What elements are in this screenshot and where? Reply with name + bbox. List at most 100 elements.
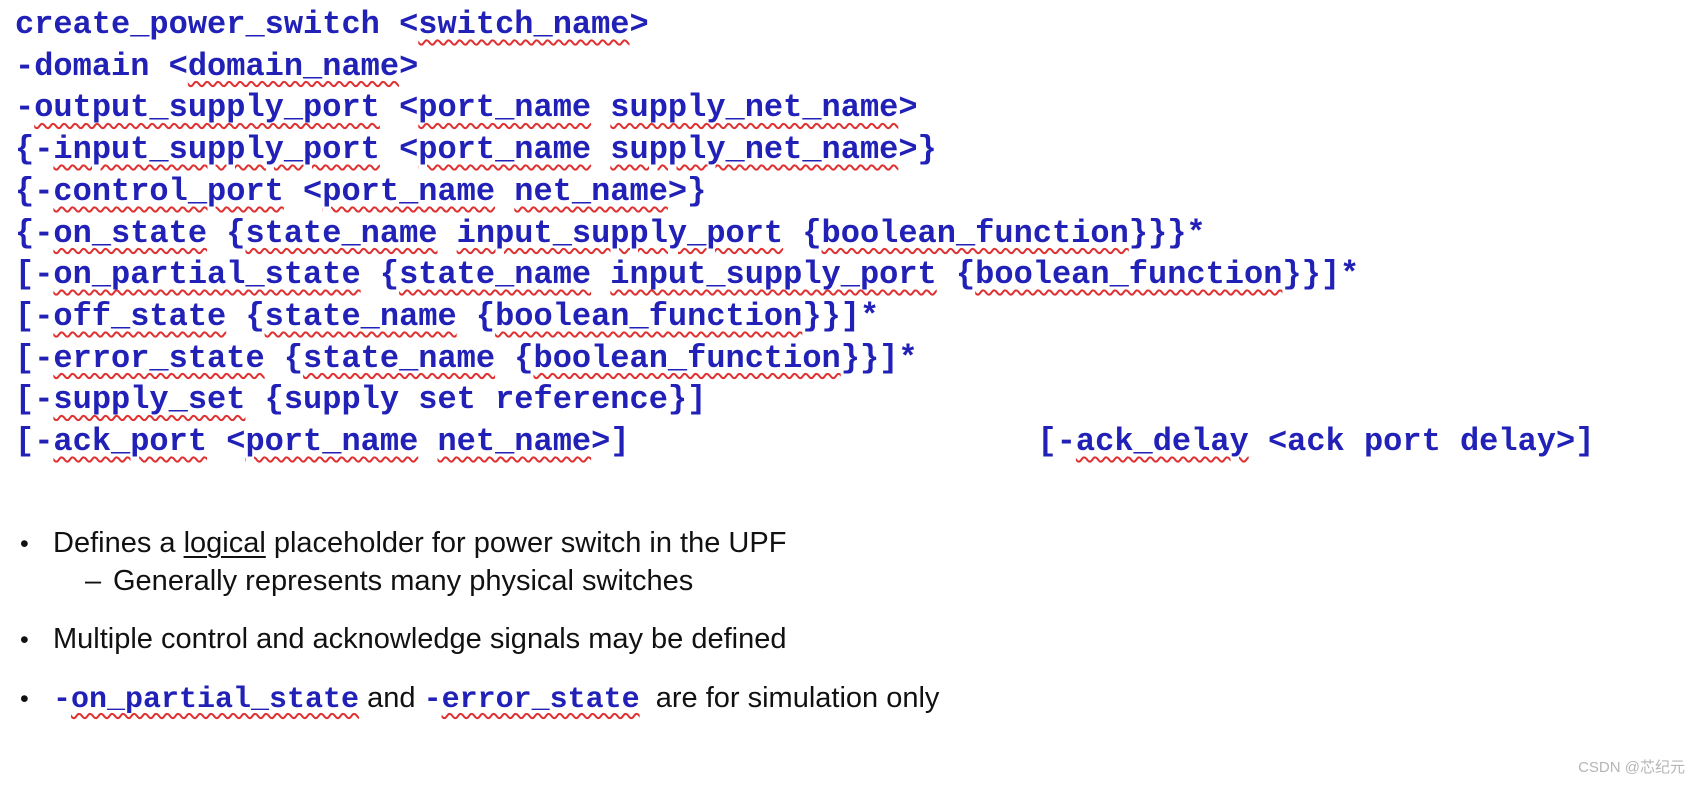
code-token-spellchecked: off_state bbox=[53, 297, 227, 335]
code-token: <ack port delay>] bbox=[1248, 423, 1595, 461]
code-token: { bbox=[360, 256, 400, 294]
bullet-text: Generally represents many physical switc… bbox=[113, 563, 693, 600]
code-token: }}}* bbox=[1128, 214, 1206, 252]
code-token-spellchecked: state_name bbox=[245, 214, 438, 252]
bullet-marker: • bbox=[20, 529, 29, 558]
code-token-spellchecked: ack_port bbox=[53, 423, 208, 461]
code-token: >] bbox=[591, 423, 630, 461]
bullet-item: • Multiple control and acknowledge signal… bbox=[0, 621, 1697, 659]
code-token-spellchecked: input_supply_port bbox=[53, 131, 380, 169]
code-token-spellchecked: boolean_function bbox=[975, 256, 1283, 294]
code-token: { bbox=[456, 297, 496, 335]
code-token-spellchecked: port_name bbox=[418, 131, 592, 169]
code-token: > bbox=[629, 6, 649, 43]
code-token-spellchecked: output_supply_port bbox=[34, 89, 380, 127]
sub-bullet-item: –Generally represents many physical swit… bbox=[0, 563, 1697, 600]
inline-code-token: - bbox=[53, 682, 72, 717]
code-token bbox=[437, 215, 456, 252]
code-token-spellchecked: port_name bbox=[418, 89, 592, 127]
bullet-marker: • bbox=[20, 625, 29, 654]
code-token-spellchecked: state_name bbox=[264, 297, 457, 335]
code-token: [- bbox=[15, 339, 54, 377]
text-run: logical bbox=[183, 526, 266, 559]
code-token: {- bbox=[15, 172, 54, 210]
code-token: { bbox=[226, 297, 265, 335]
code-token: create_power_switch < bbox=[15, 6, 419, 43]
code-token: [- bbox=[15, 297, 54, 335]
code-token: < bbox=[379, 89, 419, 127]
code-line-8: [-off_state {state_name {boolean_functio… bbox=[15, 296, 1697, 338]
code-token: {supply set reference}] bbox=[245, 381, 707, 419]
code-token-spellchecked: control_port bbox=[53, 172, 284, 210]
bullet-item: •-on_partial_state and -error_state are … bbox=[0, 680, 1697, 719]
code-line-10: [-supply_set {supply set reference}] bbox=[15, 379, 1697, 421]
code-token: { bbox=[783, 214, 822, 252]
bullet-marker: • bbox=[20, 684, 29, 713]
code-token: }}]* bbox=[840, 339, 918, 377]
code-token bbox=[591, 89, 610, 126]
watermark: CSDN @芯纪元 bbox=[1578, 759, 1685, 776]
code-token: }}]* bbox=[802, 297, 880, 335]
bullet-item: • Defines a logical placeholder for power… bbox=[0, 525, 1697, 563]
code-line-3: -output_supply_port <port_name supply_ne… bbox=[15, 87, 1697, 129]
bullet-text: Multiple control and acknowledge signals… bbox=[53, 621, 787, 658]
code-token: }}]* bbox=[1282, 256, 1360, 294]
code-token: { bbox=[495, 339, 534, 377]
code-token-spellchecked: ack_delay bbox=[1075, 423, 1249, 461]
text-run: Defines a bbox=[53, 526, 184, 559]
code-token-spellchecked: on_state bbox=[53, 214, 208, 252]
code-token: < bbox=[379, 131, 419, 169]
code-token: > bbox=[898, 89, 918, 127]
code-token-spellchecked: input_supply_port bbox=[610, 256, 937, 294]
code-token: [- bbox=[1037, 423, 1076, 461]
code-token-spellchecked: supply_net_name bbox=[610, 89, 899, 127]
inline-code-token: error_state bbox=[441, 682, 640, 717]
code-token-spellchecked: state_name bbox=[399, 256, 592, 294]
code-token-spellchecked: net_name bbox=[514, 172, 668, 210]
inline-code-token: - bbox=[423, 682, 442, 717]
text-run: placeholder for power switch in the UPF bbox=[265, 526, 787, 559]
text-run: Generally represents many physical switc… bbox=[113, 564, 694, 597]
upf-command-syntax-block: create_power_switch <switch_name>-domain… bbox=[15, 6, 1697, 463]
code-token: { bbox=[936, 256, 976, 294]
code-token: { bbox=[207, 214, 246, 252]
code-token-spellchecked: supply_set bbox=[53, 381, 246, 419]
code-token bbox=[591, 131, 610, 168]
code-token-spellchecked: switch_name bbox=[418, 6, 630, 43]
code-token-spellchecked: on_partial_state bbox=[53, 256, 361, 294]
code-token-spellchecked: net_name bbox=[437, 423, 592, 461]
bullet-list: • Defines a logical placeholder for power… bbox=[0, 525, 1697, 719]
text-run: are for simulation only bbox=[639, 681, 940, 714]
code-line-11: [-ack_port <port_name net_name>][-ack_de… bbox=[15, 421, 1697, 463]
code-line-9: [-error_state {state_name {boolean_funct… bbox=[15, 338, 1697, 380]
code-token: -domain < bbox=[15, 47, 188, 85]
code-token-spellchecked: error_state bbox=[53, 339, 265, 377]
code-line-5: {-control_port <port_name net_name>} bbox=[15, 171, 1697, 213]
text-run: Multiple control and acknowledge signals… bbox=[53, 622, 787, 655]
code-token-spellchecked: input_supply_port bbox=[456, 214, 784, 252]
code-token-spellchecked: boolean_function bbox=[495, 297, 803, 335]
code-token bbox=[495, 173, 514, 210]
dash-marker: – bbox=[85, 564, 102, 597]
code-token: { bbox=[264, 339, 304, 377]
bullet-text: -on_partial_state and -error_state are f… bbox=[53, 680, 939, 719]
inline-code-token: on_partial_state bbox=[71, 682, 360, 717]
bullet-text: Defines a logical placeholder for power … bbox=[53, 525, 786, 562]
code-token bbox=[418, 423, 437, 460]
code-line-4: {-input_supply_port <port_name supply_ne… bbox=[15, 129, 1697, 171]
code-token-spellchecked: domain_name bbox=[187, 47, 400, 85]
code-token: - bbox=[15, 89, 35, 127]
code-token: > bbox=[399, 47, 419, 85]
code-token-spellchecked: state_name bbox=[303, 339, 496, 377]
code-token: {- bbox=[15, 131, 54, 169]
text-run: and bbox=[359, 681, 424, 714]
code-token: [- bbox=[15, 256, 54, 294]
code-token: < bbox=[207, 423, 246, 461]
code-line-7: [-on_partial_state {state_name input_sup… bbox=[15, 254, 1697, 296]
code-token-spellchecked: boolean_function bbox=[533, 339, 841, 377]
code-token: >} bbox=[667, 172, 707, 210]
code-line-6: {-on_state {state_name input_supply_port… bbox=[15, 213, 1697, 255]
code-token bbox=[591, 256, 610, 293]
code-token-spellchecked: supply_net_name bbox=[610, 131, 899, 169]
code-token-spellchecked: boolean_function bbox=[821, 214, 1129, 252]
